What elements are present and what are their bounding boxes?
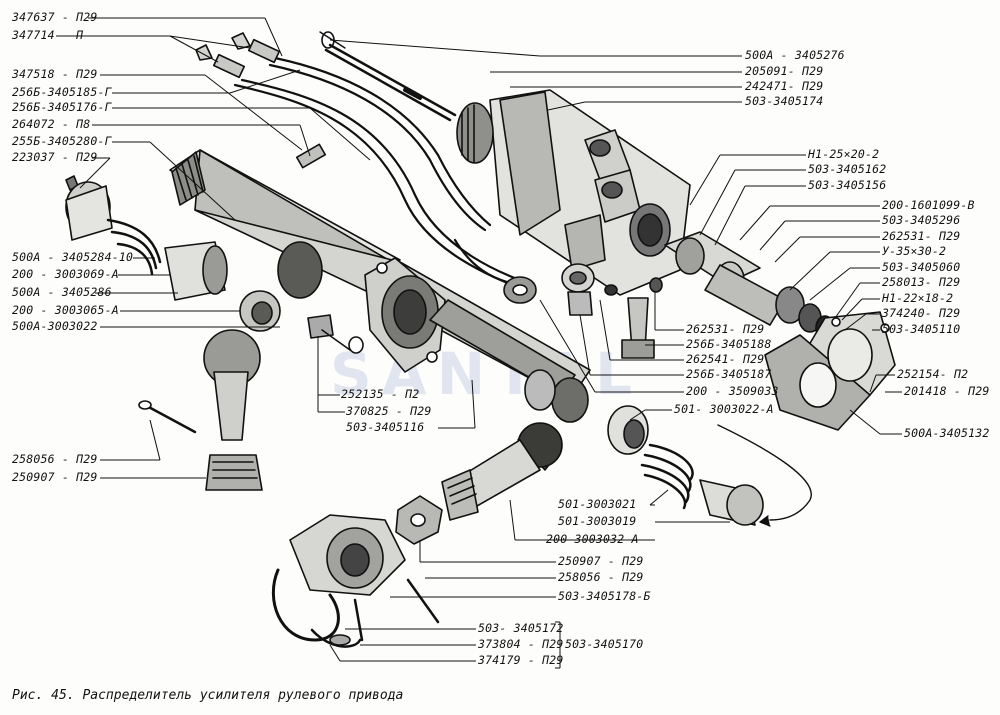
castle-nut-drawing: [395, 495, 443, 624]
label-500a-3405284: 500А - 3405284-10: [12, 250, 134, 264]
label-223037: 223037 - П29: [12, 150, 98, 164]
label-503-3405296: 503-3405296: [882, 213, 961, 227]
label-200-3003069a: 200 - 3003069-А: [12, 267, 119, 281]
label-262531-mid: 262531- П29: [686, 322, 765, 336]
label-503-3405116: 503-3405116: [346, 420, 425, 434]
label-255b-3405280: 255Б-3405280-Г: [12, 134, 112, 148]
label-u35x30: У-35×30-2: [882, 244, 947, 258]
label-503-3405162: 503-3405162: [808, 162, 887, 176]
flow-arrows-drawing: [319, 31, 812, 527]
label-200-3003032a: 200-3003032-А: [546, 532, 639, 546]
label-200-3003065a: 200 - 3003065-А: [12, 303, 119, 317]
label-264072: 264072 - П8: [12, 117, 91, 131]
bolt-washer-drawing: [307, 314, 364, 354]
leader-lines: [56, 17, 902, 669]
label-503-3405060: 503-3405060: [882, 260, 961, 274]
label-252135: 252135 - П2: [341, 387, 420, 401]
end-cover-drawing: [764, 311, 896, 431]
label-503-3405110: 503-3405110: [882, 322, 961, 336]
label-347518: 347518 - П29: [12, 67, 98, 81]
label-256b-3405185: 256Б-3405185-Г: [12, 85, 112, 99]
label-503-3405172: 503- 3405172: [478, 621, 564, 635]
valve-housing-drawing: [456, 89, 691, 296]
long-bolt-drawing: [321, 31, 457, 122]
label-347637: 347637 - П29: [12, 10, 98, 24]
label-501-3003019: 501-3003019: [558, 514, 637, 528]
label-252154: 252154- П2: [897, 367, 969, 381]
label-500a-3405132: 500А-3405132: [904, 426, 990, 440]
label-242471: 242471- П29: [745, 79, 824, 93]
piston-rod-drawing: [429, 299, 589, 423]
hose-fittings-drawing: [212, 38, 537, 304]
label-200-3509033: 200 - 3509033: [686, 384, 779, 398]
clamp-drawing: [271, 514, 406, 648]
label-503-3405174: 503-3405174: [745, 94, 824, 108]
label-373804: 373804 - П29: [478, 637, 564, 651]
label-503-3405170: 503-3405170: [565, 637, 644, 651]
label-258056-left: 258056 - П29: [12, 452, 98, 466]
label-200-1601099: 200-1601099-В: [882, 198, 975, 212]
label-374240: 374240- П29: [882, 306, 961, 320]
label-258013: 258013- П29: [882, 275, 961, 289]
label-h1-22x18: Н1-22×18-2: [882, 291, 954, 305]
label-501-3003022a: 501- 3003022-А: [674, 402, 774, 416]
label-256b-3405176: 256Б-3405176-Г: [12, 100, 112, 114]
label-347714: 347714 - П: [12, 28, 84, 42]
label-250907-lower: 250907 - П29: [558, 554, 644, 568]
cylinder-flange-drawing: [364, 257, 446, 373]
label-205091: 205091- П29: [745, 64, 824, 78]
label-256b-3405188: 256Б-3405188: [686, 337, 772, 351]
label-201418: 201418 - П29: [904, 384, 990, 398]
label-503-3405156: 503-3405156: [808, 178, 887, 192]
label-500a-3405276: 500А - 3405276: [745, 48, 845, 62]
label-500a-3003022: 500А-3003022: [12, 319, 98, 333]
label-262541: 262541- П29: [686, 352, 765, 366]
figure-caption: Рис. 45. Распределитель усилителя рулево…: [12, 688, 404, 703]
label-370825: 370825 - П29: [346, 404, 432, 418]
label-256b-3405187: 256Б-3405187: [686, 367, 772, 381]
spring-plug-drawing: [640, 443, 764, 526]
label-258056-lower: 258056 - П29: [558, 570, 644, 584]
label-262531-right: 262531- П29: [882, 229, 961, 243]
label-503-3405178b: 503-3405178-Б: [558, 589, 651, 603]
label-500a-3405286: 500А - 3405286: [12, 285, 112, 299]
label-501-3003021: 501-3003021: [558, 497, 637, 511]
label-374179: 374179 - П29: [478, 653, 564, 667]
banjo-fittings-drawing: [561, 263, 663, 359]
ball-pin-left-drawing: [138, 329, 263, 491]
label-h1-25x20: Н1-25×20-2: [808, 147, 880, 161]
left-parts-drawing: [65, 175, 281, 332]
label-250907-left: 250907 - П29: [12, 470, 98, 484]
rod-end-drawing: [441, 405, 649, 521]
